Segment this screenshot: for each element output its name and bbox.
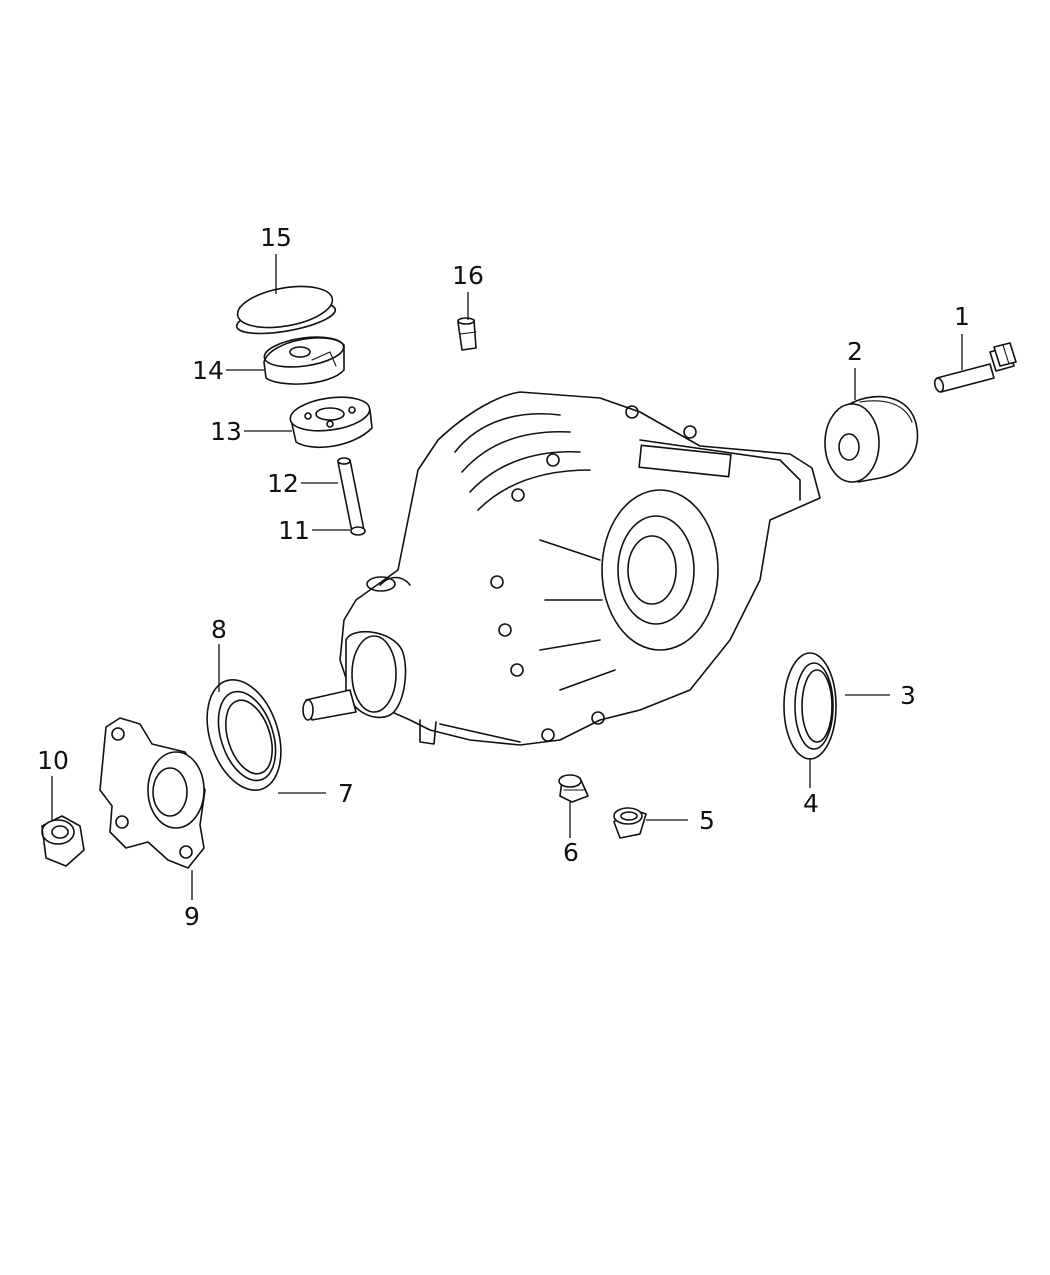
callout-labels: 1 2 3 4 5 6 7 8 9 10 11 12 13 14 15 16 <box>37 223 970 931</box>
part-16-vent[interactable] <box>457 317 477 351</box>
part-10-nut[interactable] <box>41 815 85 867</box>
callout-15: 15 <box>260 223 292 252</box>
callout-5: 5 <box>699 806 715 835</box>
callout-2: 2 <box>847 337 863 366</box>
callout-14: 14 <box>192 356 224 385</box>
part-7-8-seal[interactable] <box>194 670 294 799</box>
leader-lines <box>51 254 963 900</box>
callout-7: 7 <box>338 779 354 808</box>
callout-9: 9 <box>184 902 200 931</box>
part-2-bushing[interactable] <box>824 395 919 483</box>
callout-8: 8 <box>211 615 227 644</box>
callout-12: 12 <box>267 469 299 498</box>
part-5-plug[interactable] <box>613 807 647 839</box>
callout-3: 3 <box>900 681 916 710</box>
callout-4: 4 <box>803 789 819 818</box>
callout-11: 11 <box>278 516 310 545</box>
callout-6: 6 <box>563 838 579 867</box>
part-3-4-seal[interactable] <box>783 652 837 760</box>
part-6-plug[interactable] <box>558 774 589 803</box>
part-1-bolt[interactable] <box>933 342 1017 393</box>
part-15-cap[interactable] <box>234 280 337 340</box>
callout-13: 13 <box>210 417 242 446</box>
part-9-flange[interactable] <box>99 717 206 869</box>
part-13-bearing[interactable] <box>288 393 373 448</box>
part-11-12-pin[interactable] <box>337 457 366 536</box>
part-14-cup[interactable] <box>262 333 345 385</box>
differential-housing[interactable] <box>302 391 821 746</box>
callout-10: 10 <box>37 746 69 775</box>
callout-16: 16 <box>452 261 484 290</box>
callout-1: 1 <box>954 302 970 331</box>
